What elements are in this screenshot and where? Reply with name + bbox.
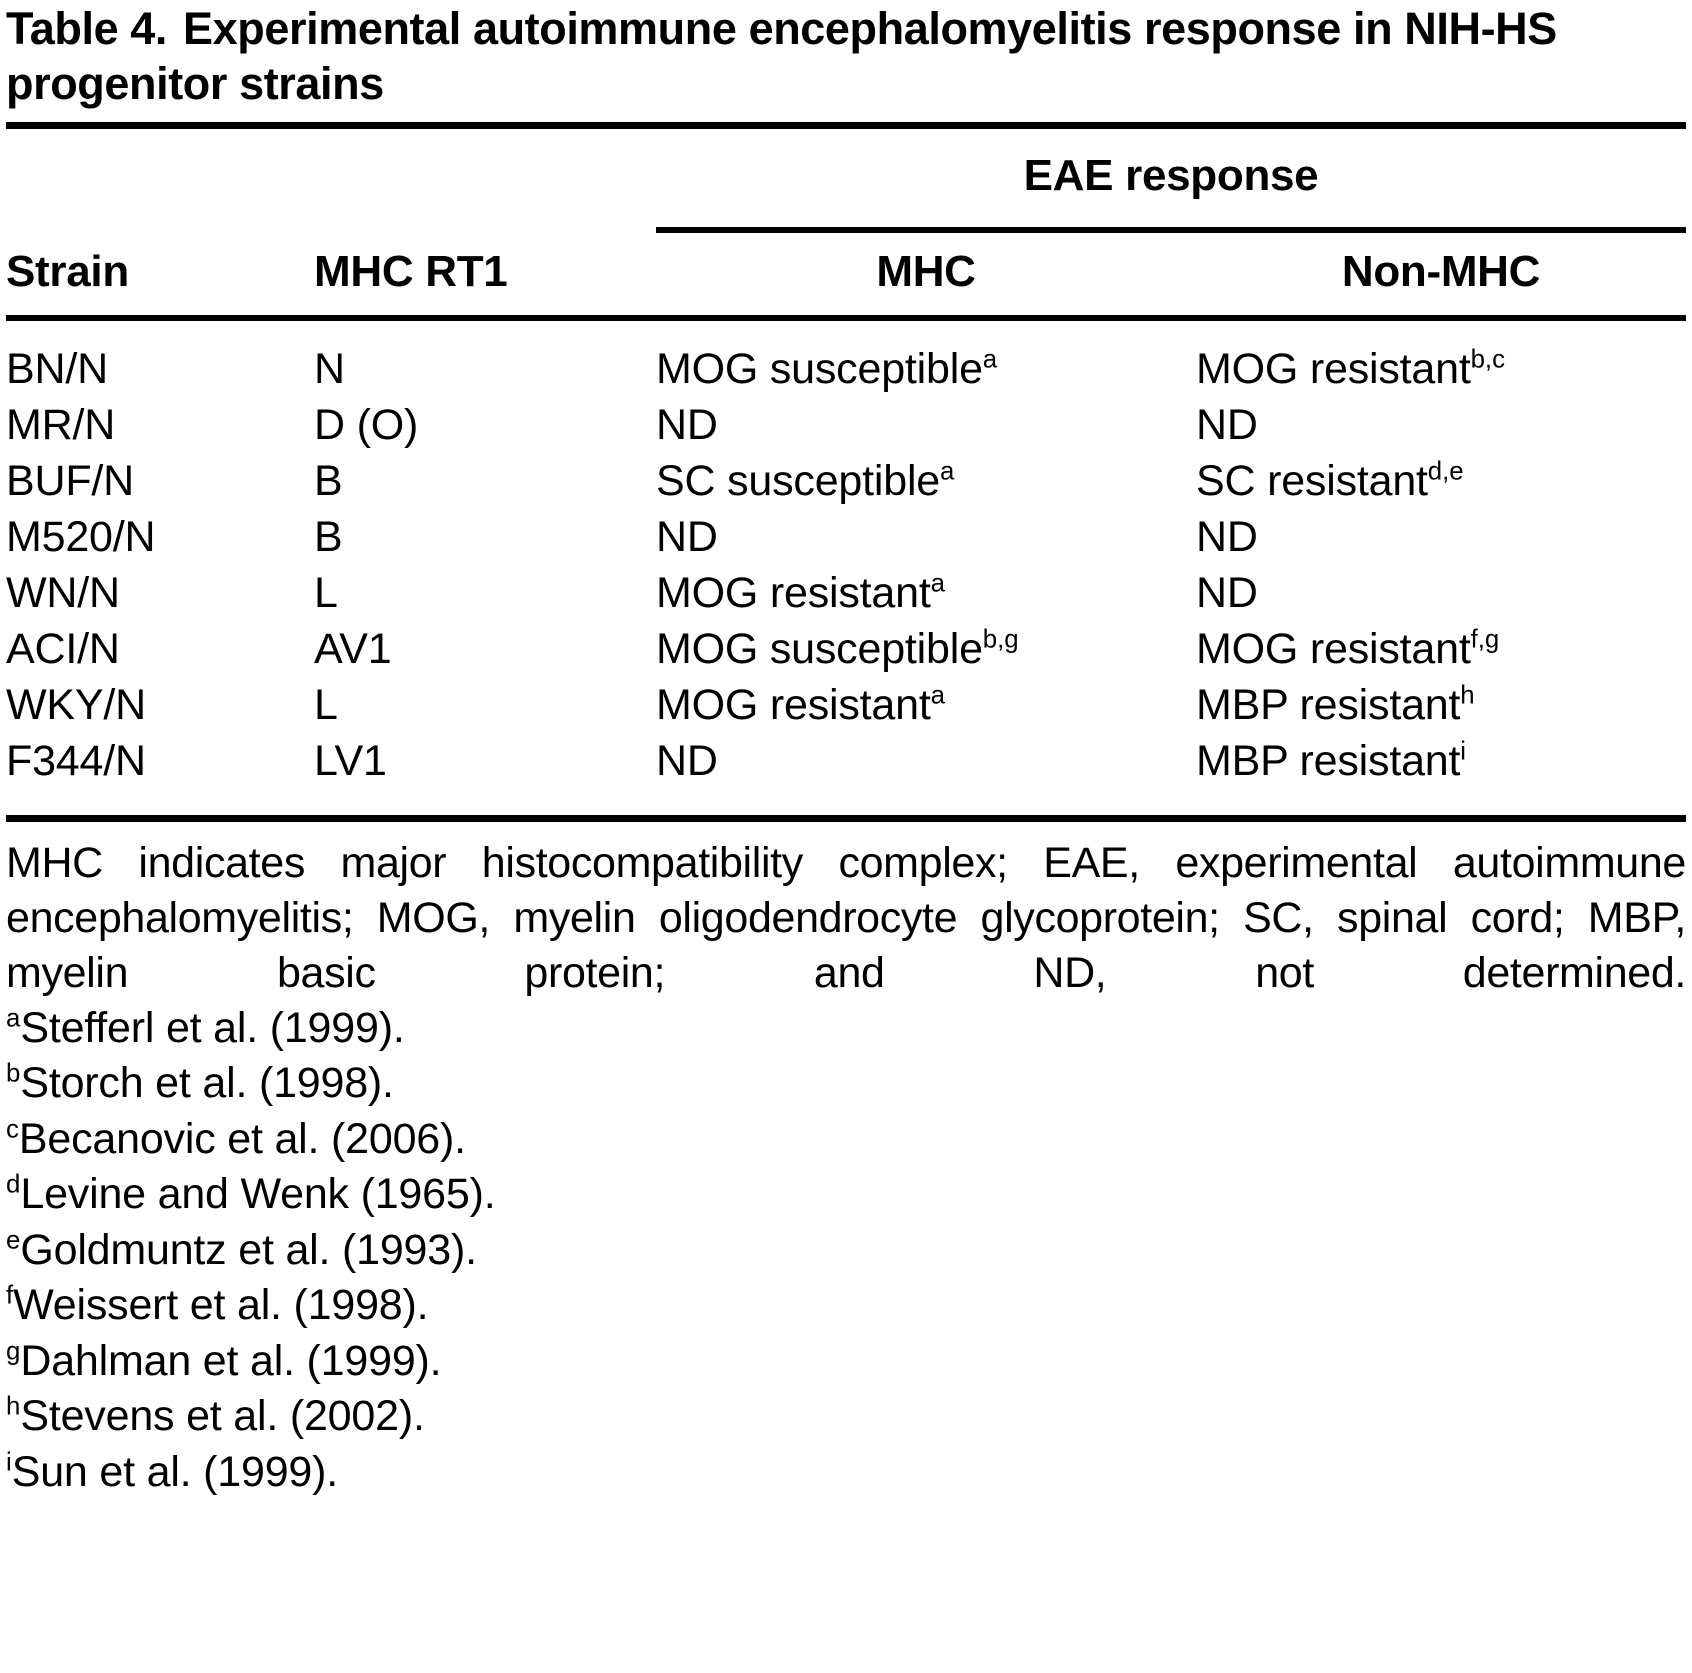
header-row: Strain MHC RT1 MHC Non-MHC — [6, 233, 1686, 309]
cell-strain: ACI/N — [6, 624, 120, 673]
cell-non-mhc: MBP resistanth — [1196, 680, 1475, 729]
footnote-item: cBecanovic et al. (2006). — [6, 1114, 466, 1163]
cell-mhc: MOG resistanta — [656, 680, 945, 729]
cell-mhc-rt1: LV1 — [314, 736, 387, 785]
table-row: WN/N L MOG resistanta ND — [6, 565, 1686, 621]
cell-non-mhc: ND — [1196, 400, 1258, 449]
footnote-marker: a — [940, 457, 955, 486]
footnote-marker: d,e — [1427, 457, 1464, 486]
footnote-item: iSun et al. (1999). — [6, 1447, 339, 1496]
table-row: F344/N LV1 ND MBP resistanti — [6, 733, 1686, 803]
cell-strain: M520/N — [6, 512, 156, 561]
footnote-list: aStefferl et al. (1999). bStorch et al. (… — [6, 1001, 1686, 1500]
group-header-eae-response: EAE response — [1023, 150, 1319, 200]
cell-mhc: SC susceptiblea — [656, 456, 955, 505]
cell-non-mhc: ND — [1196, 512, 1258, 561]
title-rule — [6, 121, 1686, 129]
footnote-marker: b,c — [1470, 345, 1505, 374]
footnote-marker: c — [6, 1115, 19, 1144]
footnote-marker: a — [6, 1004, 21, 1033]
footnote-marker: b,g — [982, 625, 1019, 654]
cell-strain: MR/N — [6, 400, 116, 449]
cell-non-mhc: SC resistantd,e — [1196, 456, 1464, 505]
column-header-strain: Strain — [6, 246, 129, 296]
column-header-mhc-rt1: MHC RT1 — [314, 246, 508, 296]
cell-non-mhc: MBP resistanti — [1196, 736, 1466, 785]
cell-non-mhc: MOG resistantf,g — [1196, 624, 1500, 673]
cell-mhc: ND — [656, 400, 718, 449]
cell-mhc-rt1: B — [314, 456, 343, 505]
table-title-text: Experimental autoimmune encephalomyeliti… — [6, 3, 1557, 109]
header-rule — [6, 314, 1686, 321]
table-row: M520/N B ND ND — [6, 509, 1686, 565]
footnote-marker: i — [6, 1448, 12, 1477]
column-header-non-mhc: Non-MHC — [1341, 246, 1541, 296]
footnote-marker: h — [1460, 681, 1475, 710]
footnote-marker: a — [930, 569, 945, 598]
cell-mhc-rt1: L — [314, 568, 338, 617]
page-title: Table 4.Experimental autoimmune encephal… — [6, 0, 1686, 112]
footnote-item: hStevens et al. (2002). — [6, 1392, 425, 1441]
cell-non-mhc: MOG resistantb,c — [1196, 344, 1505, 393]
cell-mhc: MOG resistanta — [656, 568, 945, 617]
footnote-item: gDahlman et al. (1999). — [6, 1336, 442, 1385]
table-row: BUF/N B SC susceptiblea SC resistantd,e — [6, 453, 1686, 509]
footnote-marker: e — [6, 1226, 21, 1255]
footnote-marker: i — [1460, 737, 1466, 766]
footnote-marker: d — [6, 1170, 21, 1199]
cell-mhc-rt1: D (O) — [314, 400, 419, 449]
cell-mhc: MOG susceptibleb,g — [656, 624, 1019, 673]
footnote-marker: f,g — [1470, 625, 1500, 654]
table-row: WKY/N L MOG resistanta MBP resistanth — [6, 677, 1686, 733]
cell-mhc-rt1: L — [314, 680, 338, 729]
cell-strain: F344/N — [6, 736, 146, 785]
cell-mhc: MOG susceptiblea — [656, 344, 998, 393]
table-row: BN/N N MOG susceptiblea MOG resistantb,c — [6, 321, 1686, 397]
group-header-rule — [656, 226, 1686, 233]
table-head: Strain MHC RT1 MHC Non-MHC — [6, 233, 1686, 309]
cell-non-mhc: ND — [1196, 568, 1258, 617]
cell-mhc-rt1: AV1 — [314, 624, 392, 673]
table-number-label: Table 4. — [6, 3, 168, 54]
cell-mhc: ND — [656, 512, 718, 561]
cell-strain: BUF/N — [6, 456, 135, 505]
cell-mhc-rt1: N — [314, 344, 345, 393]
cell-strain: WKY/N — [6, 680, 146, 729]
cell-strain: WN/N — [6, 568, 120, 617]
cell-strain: BN/N — [6, 344, 108, 393]
cell-mhc: ND — [656, 736, 718, 785]
cell-mhc-rt1: B — [314, 512, 343, 561]
footnote-marker: a — [982, 345, 998, 374]
table-row: MR/N D (O) ND ND — [6, 397, 1686, 453]
eae-response-table: Strain MHC RT1 MHC Non-MHC — [6, 233, 1686, 309]
footnote-marker: b — [6, 1060, 21, 1089]
footnote-marker: g — [6, 1337, 21, 1366]
bottom-rule — [6, 814, 1686, 822]
column-header-mhc: MHC — [876, 246, 976, 296]
footnote-item: eGoldmuntz et al. (1993). — [6, 1225, 477, 1274]
table-notes: MHC indicates major histocompatibility c… — [6, 836, 1686, 1500]
footnote-marker: h — [6, 1392, 21, 1421]
footnote-item: aStefferl et al. (1999). — [6, 1003, 405, 1052]
abbreviations-note: MHC indicates major histocompatibility c… — [6, 838, 1686, 997]
footnote-marker: a — [930, 681, 945, 710]
footnote-marker: f — [6, 1281, 14, 1310]
group-header-row: EAE response — [6, 129, 1686, 233]
footnote-item: fWeissert et al. (1998). — [6, 1281, 429, 1330]
table-row: ACI/N AV1 MOG susceptibleb,g MOG resistantf… — [6, 621, 1686, 677]
footnote-item: dLevine and Wenk (1965). — [6, 1170, 496, 1219]
footnote-item: bStorch et al. (1998). — [6, 1059, 394, 1108]
